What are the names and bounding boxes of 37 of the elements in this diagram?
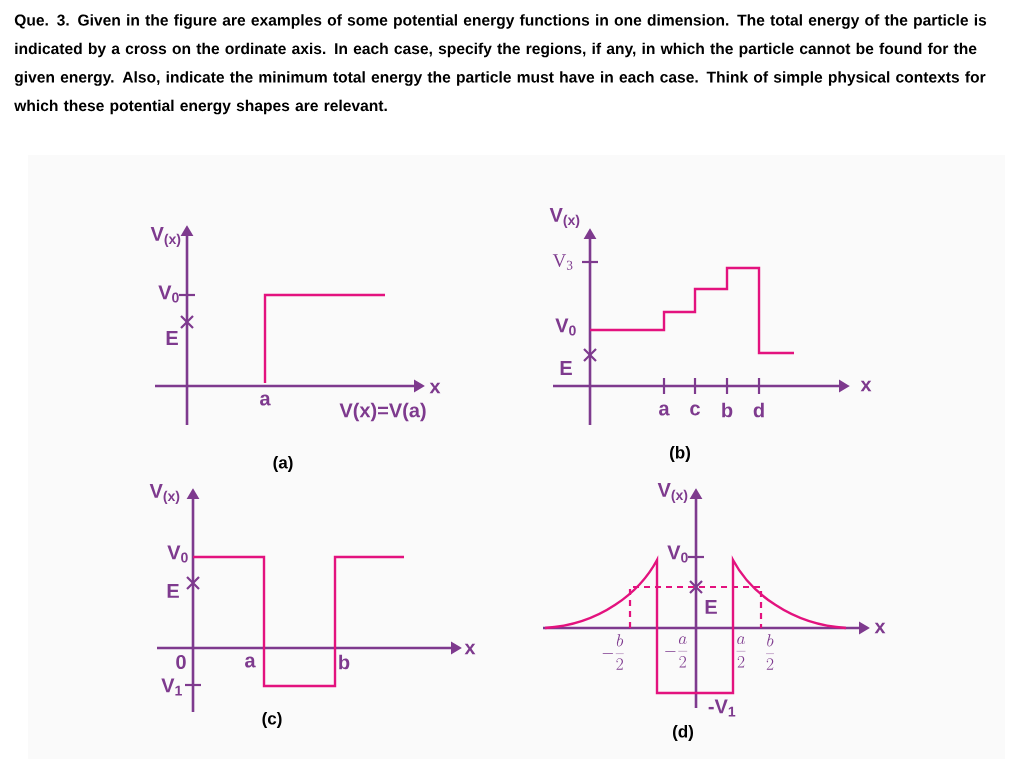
axis-label: E bbox=[705, 600, 717, 614]
axis-label: V$_{0}$ bbox=[667, 545, 688, 563]
axis-label: a bbox=[260, 394, 271, 406]
axis-label: 0 bbox=[176, 654, 186, 670]
axis-label: V$_{0}$ bbox=[555, 318, 576, 336]
axis-label: E bbox=[560, 361, 572, 375]
axis-label: V$_{(x)}$ bbox=[149, 484, 180, 504]
axis-label: $\frac{b}{2}$ bbox=[766, 634, 774, 670]
axis-label: $-\frac{a}{2}$ bbox=[665, 636, 688, 668]
axis-label: E bbox=[167, 584, 179, 598]
panel-caption: (b) bbox=[670, 446, 690, 462]
axis-label: x bbox=[874, 622, 886, 634]
axis-label: -V$_{1}$ bbox=[708, 699, 736, 717]
panel-caption: (d) bbox=[673, 725, 693, 741]
panel-caption: (a) bbox=[273, 456, 293, 472]
axis-label: $-\frac{b}{2}$ bbox=[602, 634, 624, 670]
axis-label: b bbox=[339, 654, 350, 670]
axis-label: E bbox=[166, 331, 178, 345]
question-text: Que. 3. Given in the figure are examples of some potential energy functions in one dimension. The total energy of the particle is indicated by a cross on the ordinate axis. In each case, specify the regions, if any, in which the particle cannot be found for the given energy. Also, indicate the minimum total energy the particle must have in each case. Think of simple physical contexts for which these potential energy shapes are relevant. bbox=[14, 14, 987, 115]
axis-label: V$_{1}$ bbox=[161, 678, 182, 696]
axis-label: V$_{3}$ bbox=[552, 254, 573, 270]
axis-label: a bbox=[659, 404, 670, 416]
axis-label: x bbox=[860, 380, 872, 392]
axis-label: x bbox=[464, 643, 476, 655]
axis-label: b bbox=[722, 402, 733, 418]
axis-label: V$_{(x)}$ bbox=[150, 227, 181, 247]
panel-caption: (c) bbox=[262, 712, 282, 728]
axis-label: V$_{(x)}$ bbox=[549, 208, 580, 228]
axis-label: V$_{0}$ bbox=[158, 285, 179, 303]
axis-label: $\frac{a}{2}$ bbox=[736, 636, 746, 668]
axis-label: x bbox=[429, 382, 441, 394]
axis-label: V(x)=V(a) bbox=[339, 402, 426, 422]
axis-label: V$_{0}$ bbox=[167, 545, 188, 563]
axis-label: c bbox=[690, 404, 700, 416]
axis-label: a bbox=[245, 656, 256, 668]
axis-label: d bbox=[753, 402, 764, 418]
axis-label: V$_{(x)}$ bbox=[657, 483, 688, 503]
